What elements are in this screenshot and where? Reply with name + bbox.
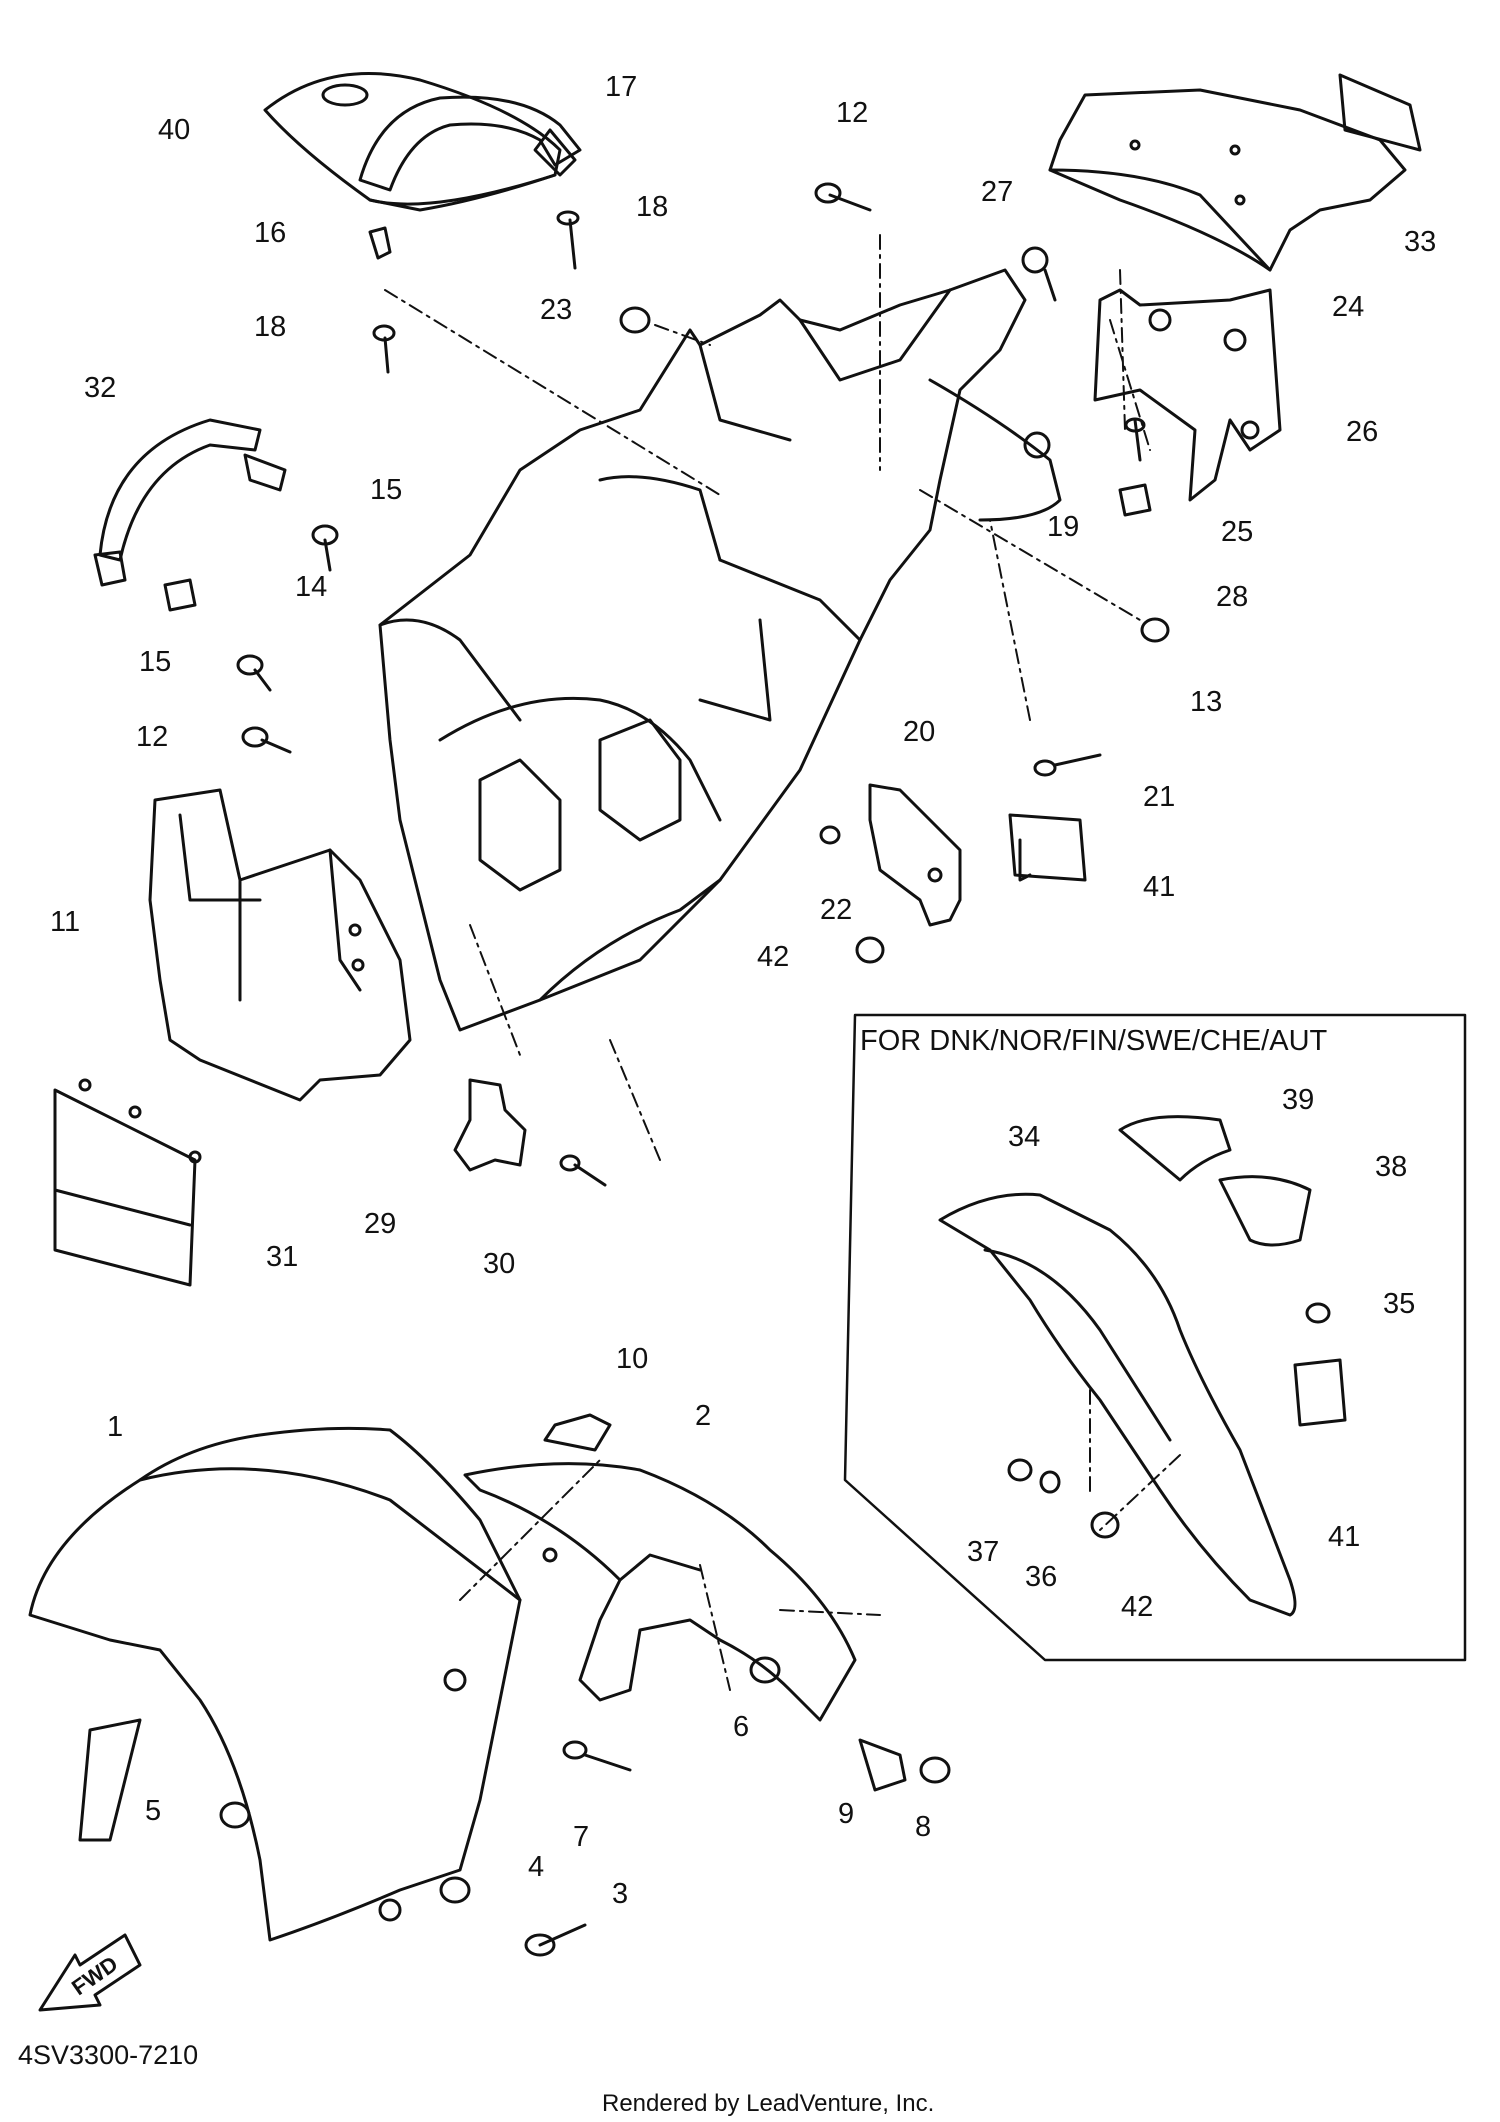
callout-19: 19 — [1047, 511, 1080, 543]
bracket-20-part — [868, 783, 962, 927]
callout-29: 29 — [364, 1208, 397, 1240]
rear-fender-body — [378, 268, 1062, 1032]
callout-12-top: 12 — [836, 97, 869, 129]
battery-box-part — [148, 788, 412, 1102]
inset-title: FOR DNK/NOR/FIN/SWE/CHE/AUT — [860, 1025, 1328, 1057]
callout-13: 13 — [1190, 686, 1223, 718]
callout-39: 39 — [1282, 1084, 1315, 1116]
callout-32: 32 — [84, 372, 117, 404]
callout-31: 31 — [266, 1241, 299, 1273]
callout-27: 27 — [981, 176, 1014, 208]
callout-5: 5 — [145, 1795, 162, 1827]
callout-28: 28 — [1216, 581, 1249, 613]
callout-41-main: 41 — [1143, 871, 1176, 903]
hardware-parts — [236, 182, 1170, 964]
callout-9: 9 — [838, 1798, 855, 1830]
callout-17: 17 — [605, 71, 638, 103]
cover-part — [53, 1078, 202, 1287]
callout-20: 20 — [903, 716, 936, 748]
bracket-26-part — [1093, 288, 1282, 502]
rendered-by-footer: Rendered by LeadVenture, Inc. — [602, 2090, 935, 2117]
strap-32-part — [93, 418, 287, 612]
tail-cover-part — [1048, 88, 1407, 272]
callout-22: 22 — [820, 894, 853, 926]
front-fender-part — [28, 1426, 522, 1942]
inset-frame — [843, 1013, 1467, 1662]
reflector-33-part — [1338, 73, 1422, 152]
callout-7: 7 — [573, 1821, 590, 1853]
callout-8: 8 — [915, 1811, 932, 1843]
callout-41-inset: 41 — [1328, 1521, 1361, 1553]
fwd-arrow-icon — [38, 1933, 142, 2012]
callout-1: 1 — [107, 1411, 124, 1443]
callout-38: 38 — [1375, 1151, 1408, 1183]
callout-24: 24 — [1332, 291, 1365, 323]
callout-2: 2 — [695, 1400, 712, 1432]
strap-part — [358, 95, 582, 192]
callout-15-left: 15 — [139, 646, 172, 678]
fender-bolts — [219, 1656, 951, 1957]
rivet-part — [368, 210, 580, 374]
callout-14: 14 — [295, 571, 328, 603]
callout-21: 21 — [1143, 781, 1176, 813]
callout-4: 4 — [528, 1851, 545, 1883]
callout-15-right: 15 — [370, 474, 403, 506]
seat-cowl-part — [263, 71, 562, 212]
diagram-code: 4SV3300-7210 — [18, 2040, 199, 2070]
callout-30: 30 — [483, 1248, 516, 1280]
callout-18-top: 18 — [636, 191, 669, 223]
callout-3: 3 — [612, 1878, 629, 1910]
callout-16: 16 — [254, 217, 287, 249]
callout-33: 33 — [1404, 226, 1437, 258]
callout-6: 6 — [733, 1711, 750, 1743]
callout-26: 26 — [1346, 416, 1379, 448]
callout-42-inset: 42 — [1121, 1591, 1154, 1623]
callout-37: 37 — [967, 1536, 1000, 1568]
callout-18-left: 18 — [254, 311, 287, 343]
inner-fender-part — [463, 1413, 857, 1722]
callout-36: 36 — [1025, 1561, 1058, 1593]
callout-23: 23 — [540, 294, 573, 326]
callout-42-main: 42 — [757, 941, 790, 973]
callout-25: 25 — [1221, 516, 1254, 548]
callout-40: 40 — [158, 114, 191, 146]
callout-12-left: 12 — [136, 721, 169, 753]
bracket-29-part — [453, 1078, 607, 1187]
callout-34: 34 — [1008, 1121, 1041, 1153]
callout-11: 11 — [50, 906, 81, 938]
inset-mudguard-part — [938, 1115, 1347, 1617]
callout-10: 10 — [616, 1343, 649, 1375]
callout-35: 35 — [1383, 1288, 1416, 1320]
